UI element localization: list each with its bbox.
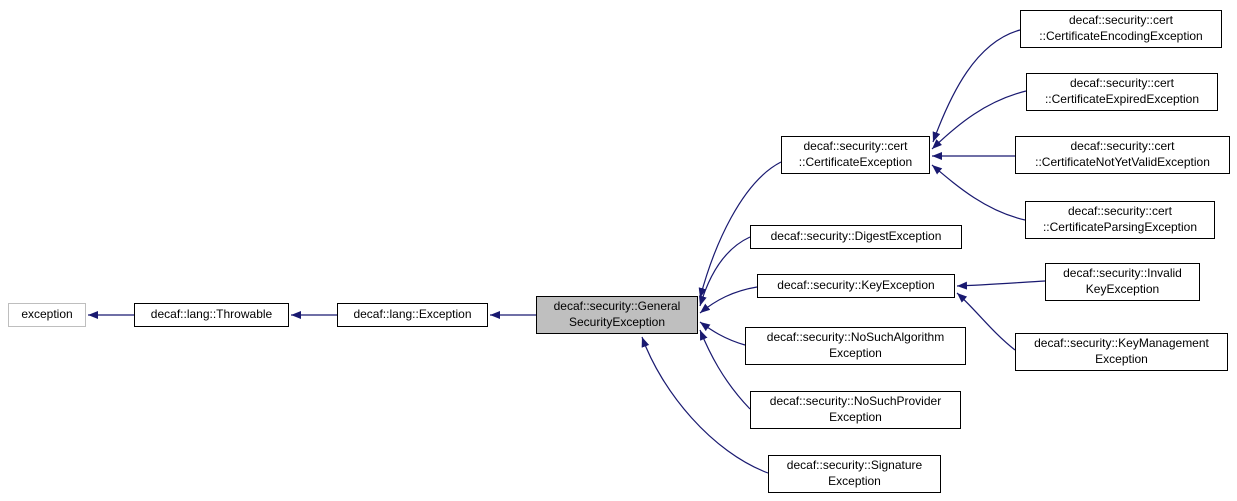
class-node-certificate-parsing-exception[interactable]: decaf::security::cert ::CertificateParsi… xyxy=(1025,201,1215,239)
inheritance-arrow-encoding-certexc xyxy=(932,29,1021,143)
class-node-certificate-encoding-exception[interactable]: decaf::security::cert ::CertificateEncod… xyxy=(1020,10,1222,48)
class-label: decaf::security::General xyxy=(553,299,681,314)
class-label: decaf::lang::Throwable xyxy=(150,307,273,322)
class-label: decaf::security::cert xyxy=(1068,13,1174,28)
class-label: ::CertificateExpiredException xyxy=(1044,92,1200,106)
inheritance-arrow-parsing-certexc xyxy=(931,164,1026,221)
class-label: ::CertificateEncodingException xyxy=(1039,29,1203,43)
class-label: ::CertificateNotYetValidException xyxy=(1035,155,1210,169)
class-label: decaf::security::cert xyxy=(1069,76,1175,91)
inheritance-arrow-key-gse xyxy=(699,286,758,314)
class-label: decaf::security::Signature xyxy=(786,458,923,473)
class-label: KeyException xyxy=(1085,282,1160,296)
class-label: decaf::security::DigestException xyxy=(770,229,942,244)
class-node-invalid-key-exception[interactable]: decaf::security::Invalid KeyException xyxy=(1045,263,1200,301)
class-node-key-exception[interactable]: decaf::security::KeyException xyxy=(757,274,955,298)
class-label: decaf::security::cert xyxy=(1067,204,1173,219)
class-label: decaf::security::cert xyxy=(1070,139,1175,154)
inheritance-arrow-nosuchprov-gse xyxy=(699,329,751,410)
inheritance-arrow-digest-gse xyxy=(698,236,751,307)
inheritance-arrow-nosuchalg-gse xyxy=(699,321,746,346)
class-node-key-management-exception[interactable]: decaf::security::KeyManagement Exception xyxy=(1015,333,1228,371)
class-label: decaf::security::NoSuchProvider xyxy=(769,394,942,409)
class-node-signature-exception[interactable]: decaf::security::Signature Exception xyxy=(768,455,941,493)
class-node-certificate-notyetvalid-exception[interactable]: decaf::security::cert ::CertificateNotYe… xyxy=(1015,136,1230,174)
class-label: decaf::lang::Exception xyxy=(353,307,472,322)
class-label: decaf::security::cert xyxy=(803,139,908,154)
class-label: ::CertificateParsingException xyxy=(1042,220,1198,234)
class-label: ::CertificateException xyxy=(798,155,913,169)
class-label: decaf::security::KeyManagement xyxy=(1034,336,1209,351)
class-node-certificate-exception[interactable]: decaf::security::cert ::CertificateExcep… xyxy=(781,136,930,174)
class-label: decaf::security::KeyException xyxy=(777,278,935,293)
class-node-lang-exception[interactable]: decaf::lang::Exception xyxy=(337,303,488,327)
class-node-certificate-expired-exception[interactable]: decaf::security::cert ::CertificateExpir… xyxy=(1026,73,1218,111)
class-label: decaf::security::Invalid xyxy=(1063,266,1182,281)
class-label: decaf::security::NoSuchAlgorithm xyxy=(766,330,945,345)
class-label: SecurityException xyxy=(568,315,666,329)
class-label: Exception xyxy=(829,410,882,424)
class-node-nosuchalgorithm-exception[interactable]: decaf::security::NoSuchAlgorithm Excepti… xyxy=(745,327,966,365)
class-node-digest-exception[interactable]: decaf::security::DigestException xyxy=(750,225,962,249)
inheritance-arrow-expired-certexc xyxy=(931,90,1027,150)
class-label: Exception xyxy=(1095,352,1148,366)
class-label: exception xyxy=(21,307,73,322)
class-node-nosuchprovider-exception[interactable]: decaf::security::NoSuchProvider Exceptio… xyxy=(750,391,961,429)
class-label: Exception xyxy=(828,474,881,488)
inheritance-arrow-invalidkey-keyexc xyxy=(956,280,1046,290)
class-node-throwable[interactable]: decaf::lang::Throwable xyxy=(134,303,289,327)
class-label: Exception xyxy=(829,346,882,360)
class-node-exception: exception xyxy=(8,303,86,327)
class-node-general-security-exception[interactable]: decaf::security::General SecurityExcepti… xyxy=(536,296,698,334)
